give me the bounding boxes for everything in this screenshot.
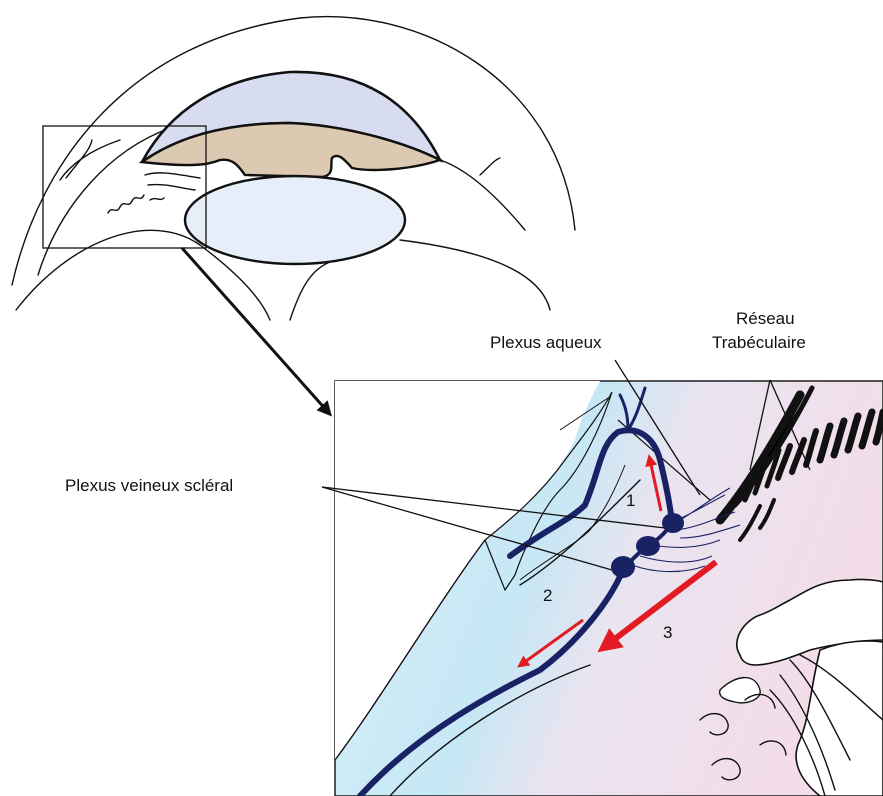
flow-number-1: 1 <box>626 491 635 510</box>
venous-node-1 <box>662 513 684 533</box>
venous-node-2 <box>636 536 660 556</box>
choroid-curve <box>290 262 330 320</box>
label-plexus-veineux: Plexus veineux scléral <box>65 476 233 495</box>
flow-number-3: 3 <box>663 623 672 642</box>
angle-detail-inset: 1 2 3 <box>335 381 883 796</box>
ciliary-processes <box>108 173 200 213</box>
limbus-bump <box>66 140 92 178</box>
right-sclera-notch <box>480 158 500 175</box>
lens <box>185 176 405 264</box>
label-trabeculaire: Trabéculaire <box>712 333 806 352</box>
venous-node-3 <box>611 556 635 578</box>
label-reseau: Réseau <box>736 309 795 328</box>
right-sclera-line <box>440 160 525 230</box>
label-plexus-aqueux: Plexus aqueux <box>490 333 602 352</box>
vitreous-curve <box>400 240 550 310</box>
flow-number-2: 2 <box>543 586 552 605</box>
zoom-arrow <box>182 248 328 412</box>
eye-overview <box>12 17 575 412</box>
